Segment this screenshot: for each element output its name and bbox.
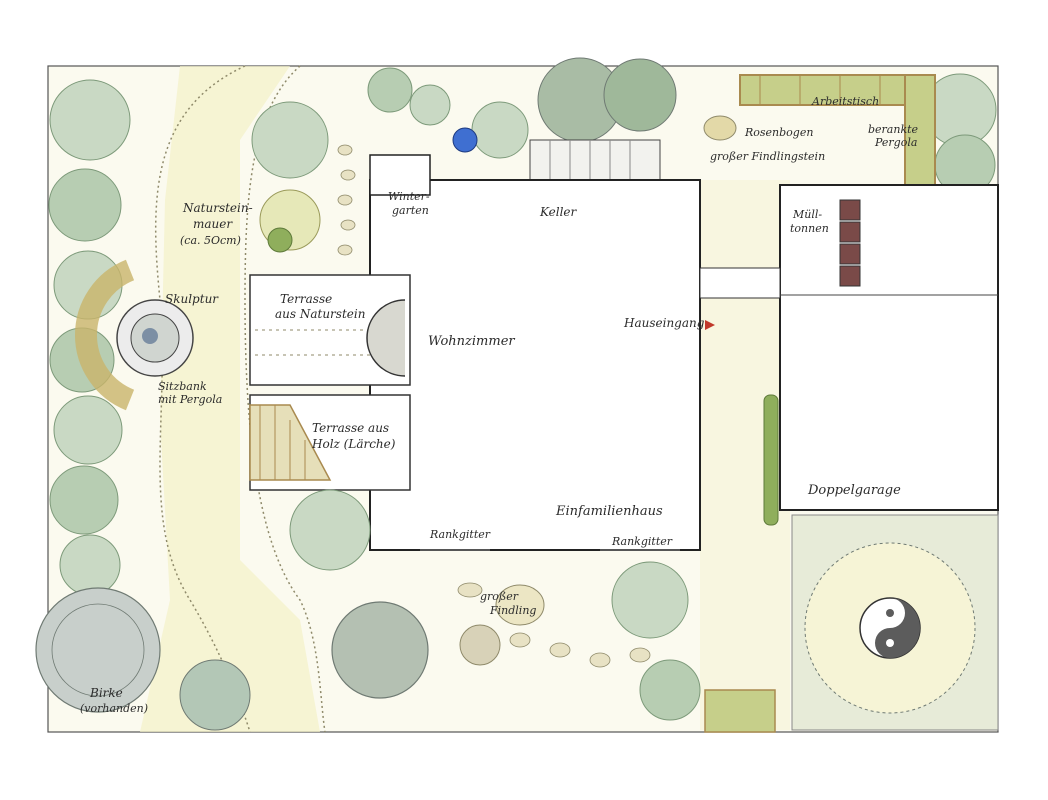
label-wohnzimmer: Wohnzimmer bbox=[428, 334, 515, 349]
label-muelltonnen-1: Müll- bbox=[792, 208, 822, 221]
garage-outline bbox=[779, 184, 999, 511]
label-terrasse-stein-1: Terrasse bbox=[280, 292, 332, 306]
labels: Naturstein- mauer (ca. 5Ocm) Skulptur Si… bbox=[80, 95, 919, 715]
label-muelltonnen-2: tonnen bbox=[790, 222, 829, 235]
label-birke-2: (vorhanden) bbox=[80, 702, 148, 715]
label-grosser-findling-1: großer bbox=[480, 590, 519, 603]
label-naturstein-mauer-1: Naturstein- bbox=[182, 201, 253, 215]
label-birke-1: Birke bbox=[89, 686, 123, 700]
label-einfamilienhaus: Einfamilienhaus bbox=[555, 504, 663, 519]
curved-garden-path bbox=[154, 65, 251, 733]
yin-yang-lawn bbox=[791, 514, 999, 731]
terrasse-naturstein bbox=[249, 274, 411, 386]
label-hauseingang: Hauseingang bbox=[623, 316, 705, 330]
label-sitzbank-1: Sitzbank bbox=[158, 380, 207, 393]
entrance-steps bbox=[699, 267, 781, 299]
label-wintergarten-1: Winter- bbox=[388, 190, 430, 203]
wintergarten-outline bbox=[369, 154, 431, 196]
label-rankgitter-right: Rankgitter bbox=[611, 535, 673, 548]
entrance-marker bbox=[705, 320, 715, 330]
hedge-garage bbox=[763, 394, 779, 526]
label-berankte-2: Pergola bbox=[874, 136, 917, 149]
muelltonnen bbox=[839, 199, 861, 287]
house-outline bbox=[369, 179, 701, 551]
label-terrasse-holz-2: Holz (Lärche) bbox=[311, 437, 396, 451]
label-keller: Keller bbox=[539, 205, 578, 219]
label-rankgitter-left: Rankgitter bbox=[429, 528, 491, 541]
berankte-pergola bbox=[739, 74, 936, 186]
lawn-wash-right bbox=[700, 180, 790, 730]
label-sitzbank-2: mit Pergola bbox=[158, 393, 222, 406]
birch-tree bbox=[35, 587, 251, 731]
sculpture-area bbox=[74, 259, 194, 411]
curved-garden-path-inner bbox=[244, 65, 326, 733]
label-naturstein-mauer-2: mauer bbox=[193, 217, 233, 231]
label-naturstein-mauer-3: (ca. 5Ocm) bbox=[180, 234, 241, 247]
label-grosser-findling-2: Findling bbox=[489, 604, 536, 617]
stepping-stones bbox=[337, 144, 651, 668]
label-berankte-1: berankte bbox=[868, 123, 919, 136]
grosser-findlingstein bbox=[703, 115, 737, 141]
lower-plant-bed bbox=[289, 489, 701, 721]
label-terrasse-holz-1: Terrasse aus bbox=[312, 421, 389, 435]
upper-left-plant-bed bbox=[251, 67, 451, 253]
terrasse-holz bbox=[249, 394, 411, 491]
garden-gate bbox=[704, 689, 776, 733]
label-rosenbogen: Rosenbogen bbox=[744, 126, 813, 139]
label-arbeitstisch: Arbeitstisch bbox=[811, 95, 879, 108]
label-skulptur: Skulptur bbox=[165, 292, 219, 306]
lawn-wash bbox=[140, 66, 320, 732]
label-terrasse-stein-2: aus Naturstein bbox=[275, 307, 365, 321]
water-basin bbox=[452, 127, 478, 153]
top-trees bbox=[471, 57, 997, 196]
label-wintergarten-2: garten bbox=[392, 204, 429, 217]
label-grosser-findlingstein: großer Findlingstein bbox=[710, 150, 825, 163]
label-doppelgarage: Doppelgarage bbox=[807, 483, 901, 498]
